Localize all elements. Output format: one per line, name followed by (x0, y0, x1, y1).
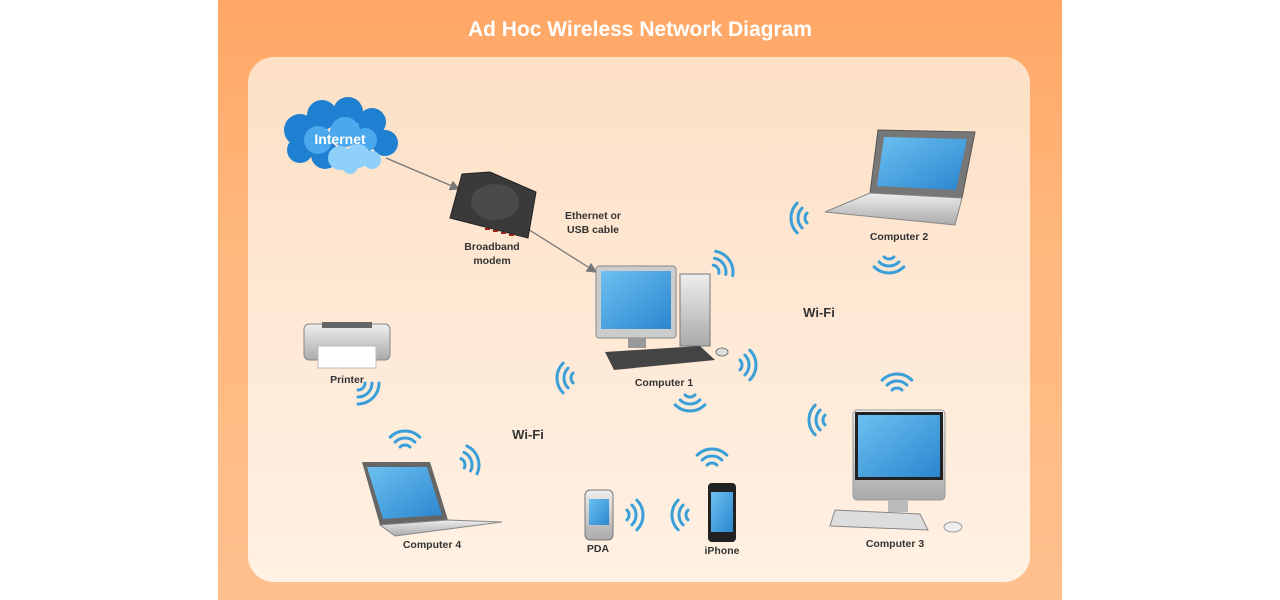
wifi-signal-icon (625, 498, 645, 532)
computer2-label: Computer 2 (870, 231, 929, 243)
computer4-laptop-icon (362, 462, 503, 537)
internet-cloud-icon (284, 97, 398, 174)
wifi-signal-icon (738, 348, 758, 382)
wifi-signal-icon (711, 249, 735, 278)
broadband-modem-icon (449, 171, 537, 239)
computer3-imac-icon (829, 409, 963, 533)
wifi-signal-icon (459, 444, 481, 476)
internet-label: Internet (314, 131, 366, 147)
computer3-label: Computer 3 (866, 538, 925, 550)
printer-label: Printer (330, 374, 364, 386)
diagram-title: Ad Hoc Wireless Network Diagram (467, 18, 813, 41)
wifi-label: Wi-Fi (803, 305, 835, 320)
iphone-icon (708, 483, 736, 542)
wifi-signals (356, 201, 914, 532)
computer1-label: Computer 1 (635, 377, 694, 389)
wifi-signal-icon (872, 255, 906, 275)
wifi-signal-icon (695, 447, 729, 467)
computer2-laptop-icon (824, 129, 976, 226)
computer4-label: Computer 4 (403, 539, 462, 551)
modem-to-computer1-connector (519, 223, 598, 273)
wifi-signal-icon (356, 381, 381, 406)
pda-label: PDA (587, 543, 610, 555)
cloud-to-modem-connector (385, 157, 461, 191)
wifi-signal-icon (789, 201, 809, 235)
printer-icon (303, 322, 391, 369)
wifi-signal-icon (673, 393, 707, 413)
pda-icon (584, 489, 614, 541)
iphone-label: iPhone (704, 545, 739, 557)
wifi-signal-icon (388, 429, 422, 449)
wifi-signal-icon (880, 372, 914, 392)
computer1-desktop-icon (595, 265, 729, 370)
wifi-signal-icon (670, 498, 690, 532)
wifi-label: Wi-Fi (512, 427, 544, 442)
wifi-signal-icon (555, 361, 575, 395)
wifi-signal-icon (807, 403, 827, 437)
